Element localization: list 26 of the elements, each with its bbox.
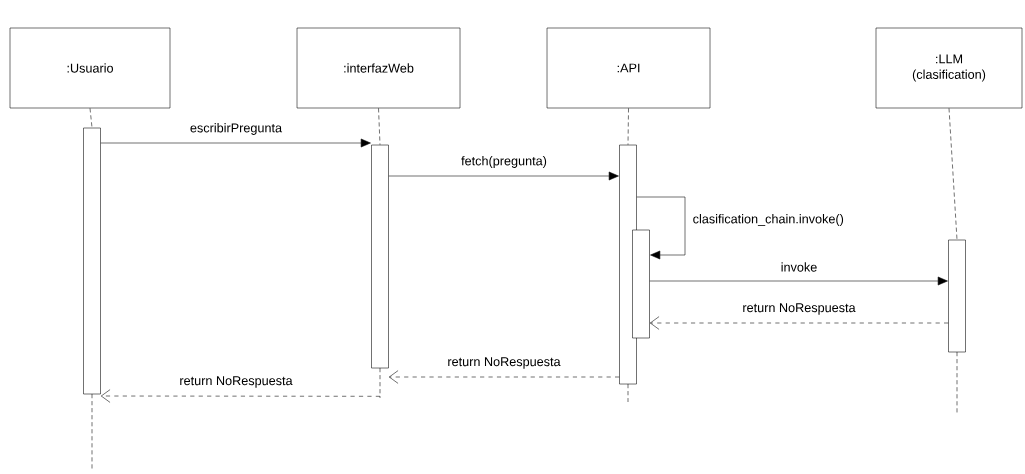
participant-box: :LLM (clasification) [875, 27, 1023, 109]
dashed-arrow [650, 316, 949, 330]
edge-label: invoke [779, 260, 819, 274]
edge-label: return NoRespuesta [178, 374, 295, 390]
edge-label: return NoRespuesta [446, 355, 563, 371]
lifeline [627, 108, 629, 145]
activation-bar [83, 127, 101, 395]
arrow [100, 138, 371, 148]
edge-label: escribirPregunta [188, 121, 284, 137]
lifeline [89, 108, 93, 128]
participant-box: :interfazWeb [296, 27, 461, 109]
arrow [636, 196, 686, 260]
activation-bar [948, 239, 966, 353]
edge-label: fetch(pregunta) [459, 154, 549, 170]
dashed-arrow [101, 389, 381, 403]
activation-bar [371, 144, 389, 369]
lifeline [948, 108, 958, 240]
edge-label: return NoRespuesta [741, 301, 857, 317]
edge-label: clasification_chain.invoke() [691, 212, 846, 228]
arrow [649, 276, 948, 286]
participant-box: :Usuario [9, 27, 171, 109]
dashed-arrow [389, 370, 620, 384]
lifeline [378, 108, 381, 145]
participant-box: :API [546, 27, 711, 109]
arrow [388, 171, 619, 181]
activation-bar [632, 229, 650, 339]
